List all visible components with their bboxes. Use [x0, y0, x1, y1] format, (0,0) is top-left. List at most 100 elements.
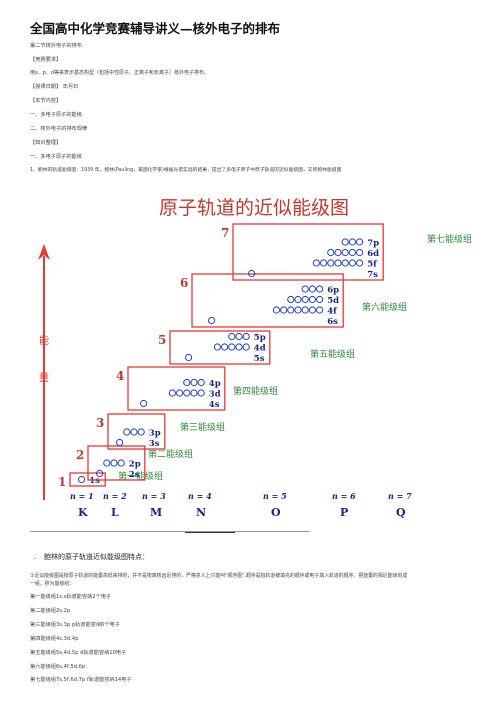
section-subtitle: 第二节核外电子的排布 — [30, 43, 82, 49]
level-group-label: 第三能级组 — [180, 421, 225, 433]
orbital-circle — [197, 378, 205, 387]
level-group-box — [127, 366, 226, 411]
orbital-label: 6s — [327, 317, 338, 327]
orbital-circle — [176, 389, 184, 397]
features-heading-text: 鲍林的原子轨道近似能级图特点： — [44, 553, 150, 561]
orbital-circle — [348, 259, 356, 267]
orbital-circle — [137, 428, 145, 436]
level-group-box — [169, 330, 271, 365]
level-group-box — [232, 223, 384, 281]
level-group-label: 第六能级组 — [362, 301, 407, 313]
diagram-heading: 原子轨道的近似能级图 — [159, 197, 349, 219]
lecture-date: 【授课日期】 年月日 — [30, 84, 79, 90]
shell-n-label: n = 4 — [188, 491, 212, 501]
shell-n-label: n = 1 — [70, 491, 94, 501]
level-group-3-text: 第三能级组3s,3p p轨道能容纳6个电子 — [30, 622, 120, 628]
orbital-circle — [130, 428, 138, 436]
contents-heading: 【本节内容】 — [30, 98, 62, 104]
orbital-circle — [301, 285, 309, 293]
contents-item-1: 一、多电子原子的能级 — [30, 112, 82, 118]
orbital-label: 6d — [367, 249, 379, 259]
level-group-label: 第五能级组 — [310, 348, 355, 360]
knowledge-heading: 【知识整理】 — [30, 140, 62, 146]
orbital-circle — [348, 248, 356, 257]
orbital-circle — [287, 306, 295, 314]
orbital-circle — [316, 285, 324, 293]
energy-axis-arrowhead — [38, 244, 50, 260]
orbital-circle — [190, 389, 198, 397]
divider-mark — [185, 532, 235, 533]
principal-number-label: 3 — [96, 416, 104, 430]
orbital-circle — [316, 295, 324, 304]
divider-line — [30, 531, 310, 532]
orbital-label: 6p — [327, 286, 339, 296]
orbital-circle — [341, 259, 349, 267]
level-group-label: 第一能级组 — [118, 470, 163, 482]
orbital-circle — [294, 306, 302, 314]
orbital-circle — [308, 295, 316, 304]
orbital-label: 5s — [254, 354, 265, 364]
orbital-circle — [356, 248, 364, 257]
level-group-6-text: 第六能级组6s,4f,5d,6p — [30, 664, 86, 670]
orbital-label: 4s — [209, 400, 220, 410]
orbital-circle — [78, 475, 86, 484]
orbital-circle — [334, 248, 342, 257]
orbital-circle — [348, 238, 356, 246]
principal-number-label: 1 — [58, 475, 66, 489]
bullet-icon: 、 — [34, 554, 41, 561]
shell-letter-label: O — [271, 506, 281, 519]
level-group-box — [107, 413, 166, 450]
requirement-text: 用s、p、d等来表示基态构型（包括中性原子、正离子和负离子）核外电子排布。 — [30, 70, 209, 76]
orbital-circle — [228, 332, 236, 341]
energy-axis-label: 量 — [39, 372, 49, 384]
orbital-label: 4d — [254, 344, 266, 354]
shell-n-label: n = 5 — [263, 491, 287, 501]
shell-n-label: n = 2 — [103, 491, 127, 501]
orbital-circle — [341, 248, 349, 257]
orbital-circle — [116, 438, 124, 447]
orbital-circle — [312, 259, 320, 267]
orbital-circle — [294, 295, 302, 304]
orbital-circle — [110, 459, 118, 467]
orbital-label: 5d — [327, 296, 339, 306]
orbital-circle — [301, 306, 309, 314]
orbital-circle — [123, 428, 131, 436]
pauling-intro-text: 1、鲍林的轨道能级图：1939 年，鲍林(Pauling，美国化学家)根据光谱实… — [30, 168, 342, 173]
orbital-circle — [301, 295, 309, 304]
orbital-label: 3s — [149, 439, 160, 449]
shell-letter-label: Q — [396, 506, 406, 519]
orbital-circle — [316, 306, 324, 314]
level-group-label: 第七能级组 — [427, 233, 472, 245]
orbital-circle — [235, 332, 243, 341]
principal-number-label: 4 — [116, 369, 124, 383]
level-group-box — [87, 445, 146, 481]
principal-number-label: 5 — [158, 333, 166, 347]
orbital-circle — [320, 259, 328, 267]
orbital-circle — [208, 316, 216, 325]
orbital-circle — [117, 459, 125, 467]
shell-letter-label: M — [150, 506, 162, 519]
orbital-circle — [242, 332, 250, 341]
principal-number-label: 6 — [180, 276, 188, 290]
orbital-circle — [96, 469, 104, 478]
orbital-circle — [103, 459, 111, 467]
orbital-circle — [327, 259, 335, 267]
orbital-circle — [308, 285, 316, 293]
orbital-circle — [235, 343, 243, 351]
orbital-label: 3d — [209, 390, 221, 400]
orbital-label: 7p — [367, 239, 379, 249]
orbital-circle — [242, 343, 250, 351]
level-group-box — [191, 273, 344, 328]
orbital-circle — [308, 306, 316, 314]
shell-n-label: n = 7 — [388, 491, 412, 501]
document-title: 全国高中化学竞赛辅导讲义—核外电子的排布 — [30, 21, 281, 36]
principal-number-label: 7 — [221, 226, 229, 240]
orbital-label: 4p — [209, 379, 221, 389]
body-line-1: ①近似能级图是按原子轨道的能量高低来排的，并不是按离核远近排的，严格意义上只能叫… — [30, 573, 408, 579]
orbital-circle — [185, 353, 193, 362]
shell-letter-label: L — [111, 506, 119, 519]
shell-n-label: n = 3 — [142, 491, 166, 501]
orbital-circle — [140, 399, 148, 408]
orbital-circle — [228, 343, 236, 351]
